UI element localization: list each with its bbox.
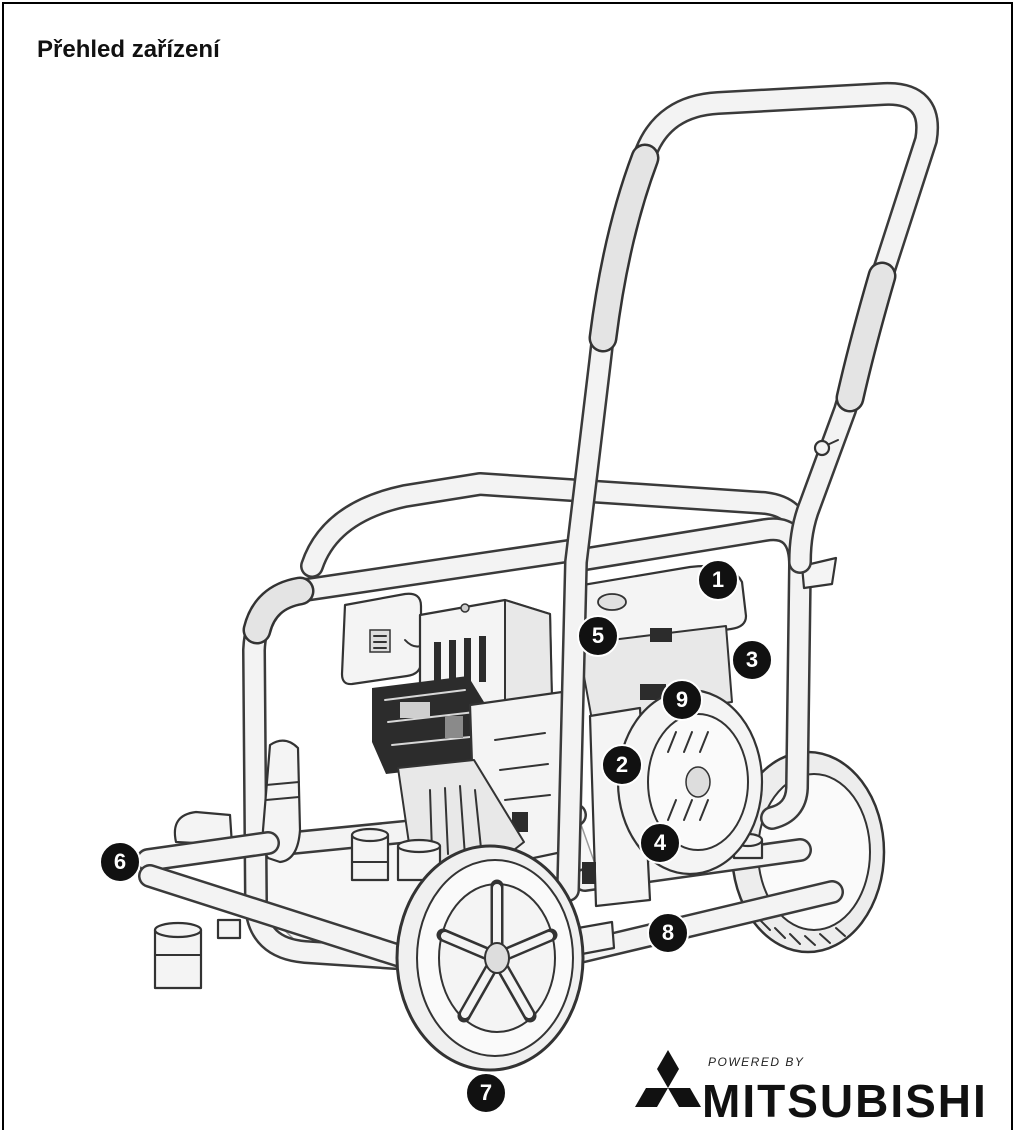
hose-hook bbox=[173, 810, 234, 847]
page-title: Přehled zařízení bbox=[37, 36, 220, 63]
callout-8: 8 bbox=[647, 912, 689, 954]
callout-9: 9 bbox=[661, 679, 703, 721]
handle-grip-left bbox=[603, 158, 645, 338]
brand-wordmark: MITSUBISHI bbox=[702, 1075, 988, 1127]
frame-corner-sleeve bbox=[257, 591, 300, 630]
foot-cylinder bbox=[153, 921, 203, 990]
mitsubishi-three-diamonds-icon bbox=[635, 1050, 701, 1107]
callout-4: 4 bbox=[639, 822, 681, 864]
frame-base-left-tube bbox=[148, 843, 268, 860]
foot-bolt bbox=[216, 918, 242, 940]
handle-knob bbox=[813, 439, 839, 457]
callout-5: 5 bbox=[577, 615, 619, 657]
powered-by-label: POWERED BY bbox=[708, 1055, 805, 1069]
handle-grip-right bbox=[850, 276, 882, 398]
callout-6: 6 bbox=[99, 841, 141, 883]
carburetor bbox=[372, 676, 494, 774]
air-filter-box bbox=[340, 592, 429, 686]
callout-3: 3 bbox=[731, 639, 773, 681]
callout-7: 7 bbox=[465, 1072, 507, 1114]
front-wheel bbox=[395, 844, 585, 1072]
engine bbox=[340, 564, 764, 908]
pump-cylinder-left bbox=[350, 827, 390, 882]
callout-1: 1 bbox=[697, 559, 739, 601]
callout-2: 2 bbox=[601, 744, 643, 786]
